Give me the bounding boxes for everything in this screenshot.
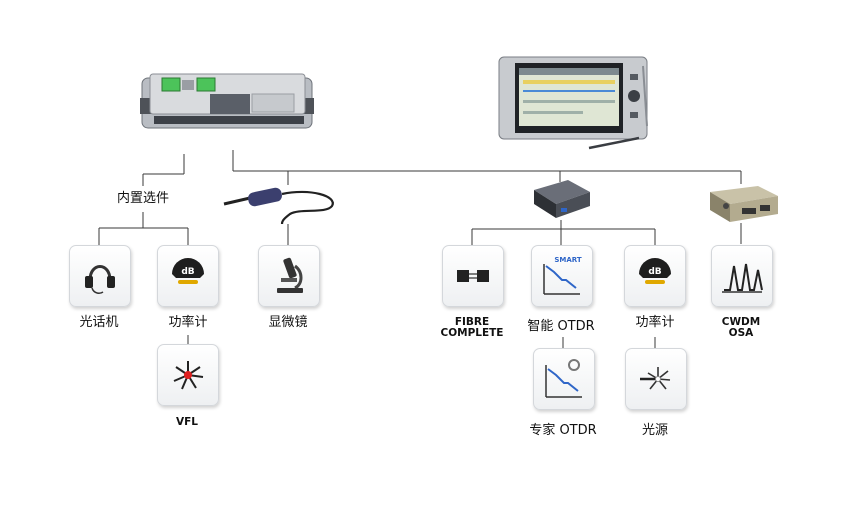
cwdm-module [706,182,780,230]
cwdm-osa-tile[interactable] [711,245,773,307]
power-meter-icon-right: dB [639,258,671,284]
fiber-microscope-probe [220,184,345,230]
expert-otdr-label: 专家 OTDR [529,423,597,438]
smart-otdr-label: 智能 OTDR [527,319,595,334]
power-meter-left-label: 功率计 [168,315,208,330]
light-source-tile[interactable] [625,348,687,410]
vfl-label: VFL [176,416,198,428]
expert-otdr-icon [545,359,582,398]
options-heading: 内置选件 [116,191,170,206]
smart-otdr-icon: SMART [543,256,582,295]
power-meter-tile-right[interactable]: dB [624,245,686,307]
microscope-tile[interactable] [258,245,320,307]
power-meter-icon: dB [172,258,204,284]
power-meter-tile-left[interactable]: dB [157,245,219,307]
expert-otdr-tile[interactable] [533,348,595,410]
microscope-icon [277,257,303,293]
light-source-icon [640,367,671,390]
tablet-test-instrument [497,56,655,155]
svg-text:dB: dB [181,267,194,277]
otdr-module [528,176,594,226]
microscope-label: 显微镜 [268,315,308,330]
svg-text:SMART: SMART [554,256,582,264]
main-test-instrument [140,70,315,136]
headset-icon [85,265,115,294]
svg-text:dB: dB [648,267,661,277]
cwdm-osa-label: CWDM OSA [721,316,761,339]
vfl-icon [173,361,204,390]
headset-label: 光话机 [79,315,119,330]
cwdm-spectrum-icon [722,263,763,293]
headset-tile[interactable] [69,245,131,307]
power-meter-right-label: 功率计 [635,315,675,330]
vfl-tile[interactable] [157,344,219,406]
smart-otdr-tile[interactable]: SMART [531,245,593,307]
light-source-label: 光源 [641,423,669,438]
fibre-complete-label: FIBRE COMPLETE [440,316,504,339]
fibre-complete-icon [457,270,489,282]
fibre-complete-tile[interactable] [442,245,504,307]
